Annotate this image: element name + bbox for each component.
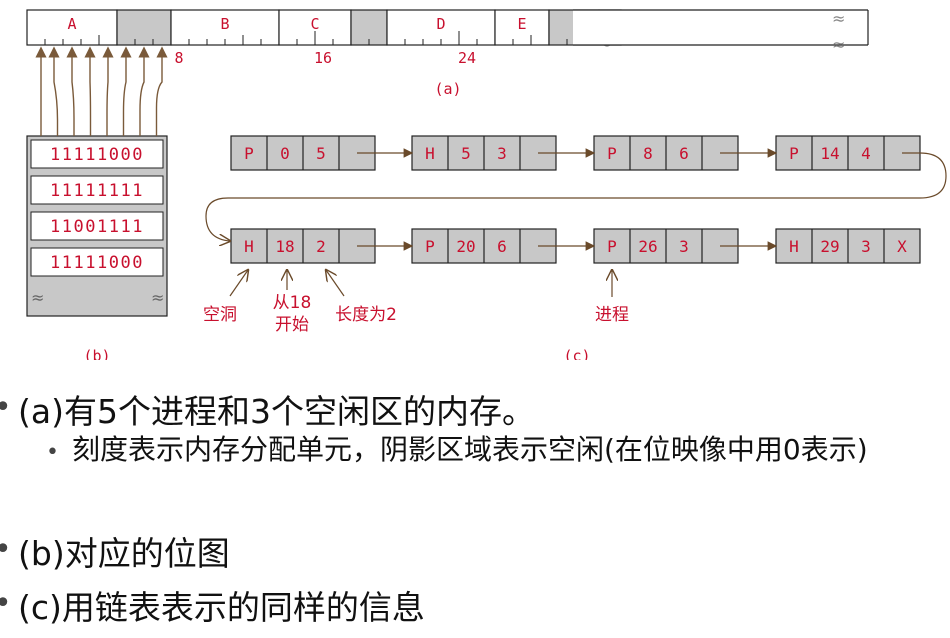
bitmap-row: 11111000 bbox=[50, 145, 144, 165]
annotation-length: 长度为2 bbox=[335, 305, 397, 325]
list-node: H 18 2 bbox=[230, 228, 376, 264]
bullet-dot: • bbox=[0, 390, 12, 425]
bitmap-table: 11111000 11111111 11001111 11111000 ≈ ≈ bbox=[26, 135, 168, 317]
bitmap-arrow bbox=[66, 46, 78, 136]
list-node-type: H bbox=[425, 144, 435, 163]
bitmap-row: 11111111 bbox=[50, 181, 144, 201]
annotation-arrows bbox=[229, 270, 612, 297]
list-node-length: 3 bbox=[861, 237, 871, 256]
bullet-dot: • bbox=[0, 532, 12, 567]
list-node-length: 6 bbox=[497, 237, 507, 256]
list-node-type: H bbox=[789, 237, 799, 256]
break-mark: ≈ bbox=[832, 35, 845, 54]
bitmap-arrow bbox=[120, 46, 132, 136]
list-node: P 20 6 bbox=[411, 228, 557, 264]
memory-segment-label: E bbox=[517, 15, 526, 33]
break-mark: ≈ bbox=[151, 288, 164, 307]
list-node-type: P bbox=[607, 237, 617, 256]
list-node-length: 5 bbox=[316, 144, 326, 163]
memory-tick-label: 24 bbox=[458, 49, 476, 67]
list-node: P 0 5 bbox=[230, 135, 376, 171]
memory-segment-label: D bbox=[436, 15, 445, 33]
bullet-dot: • bbox=[46, 440, 59, 465]
list-node-type: H bbox=[244, 237, 254, 256]
memory-tick-label: 16 bbox=[314, 49, 332, 67]
bullet-a: (a)有5个进程和3个空闲区的内存。 bbox=[18, 392, 535, 431]
memory-caption: (a) bbox=[434, 80, 461, 98]
list-node-length: 4 bbox=[861, 144, 871, 163]
list-node: P 14 4 bbox=[775, 135, 921, 171]
list-node-start: 8 bbox=[643, 144, 653, 163]
bullet-b: (b)对应的位图 bbox=[18, 534, 230, 573]
memory-segment-label: B bbox=[220, 15, 229, 33]
list-node: P 8 6 bbox=[593, 135, 739, 171]
list-node-length: 2 bbox=[316, 237, 326, 256]
list-node-start: 20 bbox=[456, 237, 475, 256]
list-node-type: P bbox=[607, 144, 617, 163]
memory-process-segment bbox=[494, 9, 550, 46]
bitmap-arrow bbox=[138, 46, 150, 136]
bitmap-arrow bbox=[155, 46, 168, 136]
annotation-start-line1: 从18 bbox=[273, 293, 312, 313]
annotation-start-line2: 开始 bbox=[275, 315, 309, 335]
list-node-end: X bbox=[897, 237, 907, 256]
memory-process-segment bbox=[26, 9, 118, 46]
bitmap-arrow bbox=[102, 46, 114, 136]
bitmap-arrow bbox=[48, 46, 60, 136]
list-node-start: 5 bbox=[461, 144, 471, 163]
list-node-start: 14 bbox=[820, 144, 839, 163]
memory-tick-label: 8 bbox=[174, 49, 183, 67]
list-node: P 26 3 bbox=[593, 228, 739, 264]
list-node-type: P bbox=[789, 144, 799, 163]
list-node-length: 3 bbox=[497, 144, 507, 163]
linked-list-caption: (c) bbox=[563, 347, 590, 360]
bullet-dot: • bbox=[0, 586, 12, 621]
memory-free-segment bbox=[116, 9, 172, 46]
annotation-process: 进程 bbox=[595, 305, 629, 325]
list-node-start: 29 bbox=[820, 237, 839, 256]
bitmap-row: 11001111 bbox=[50, 217, 144, 237]
break-mark: ≈ bbox=[31, 288, 44, 307]
memory-strip: A B C D E ≈ ≈8 16 24 bbox=[26, 9, 869, 67]
bitmap-arrows bbox=[35, 46, 168, 136]
memory-segment-label: C bbox=[310, 15, 319, 33]
annotation-hole: 空洞 bbox=[203, 305, 237, 325]
bullet-c: (c)用链表表示的同样的信息 bbox=[18, 588, 425, 627]
break-mark: ≈ bbox=[832, 9, 845, 28]
list-node-start: 18 bbox=[275, 237, 294, 256]
list-node-type: P bbox=[244, 144, 254, 163]
list-node: H 5 3 bbox=[411, 135, 557, 171]
list-wrap-arrow bbox=[205, 152, 947, 241]
bitmap-row: 11111000 bbox=[50, 253, 144, 273]
bitmap-arrow bbox=[84, 46, 96, 136]
list-node-length: 3 bbox=[679, 237, 689, 256]
bullet-a-sub: 刻度表示内存分配单元，阴影区域表示空闲(在位映像中用0表示) bbox=[72, 433, 868, 466]
list-node-start: 26 bbox=[638, 237, 657, 256]
list-node: H 29 3 X bbox=[775, 228, 921, 264]
list-node-type: P bbox=[425, 237, 435, 256]
list-node-length: 6 bbox=[679, 144, 689, 163]
list-node-start: 0 bbox=[280, 144, 290, 163]
memory-segment-label: A bbox=[67, 15, 76, 33]
bitmap-caption: (b) bbox=[83, 347, 110, 360]
